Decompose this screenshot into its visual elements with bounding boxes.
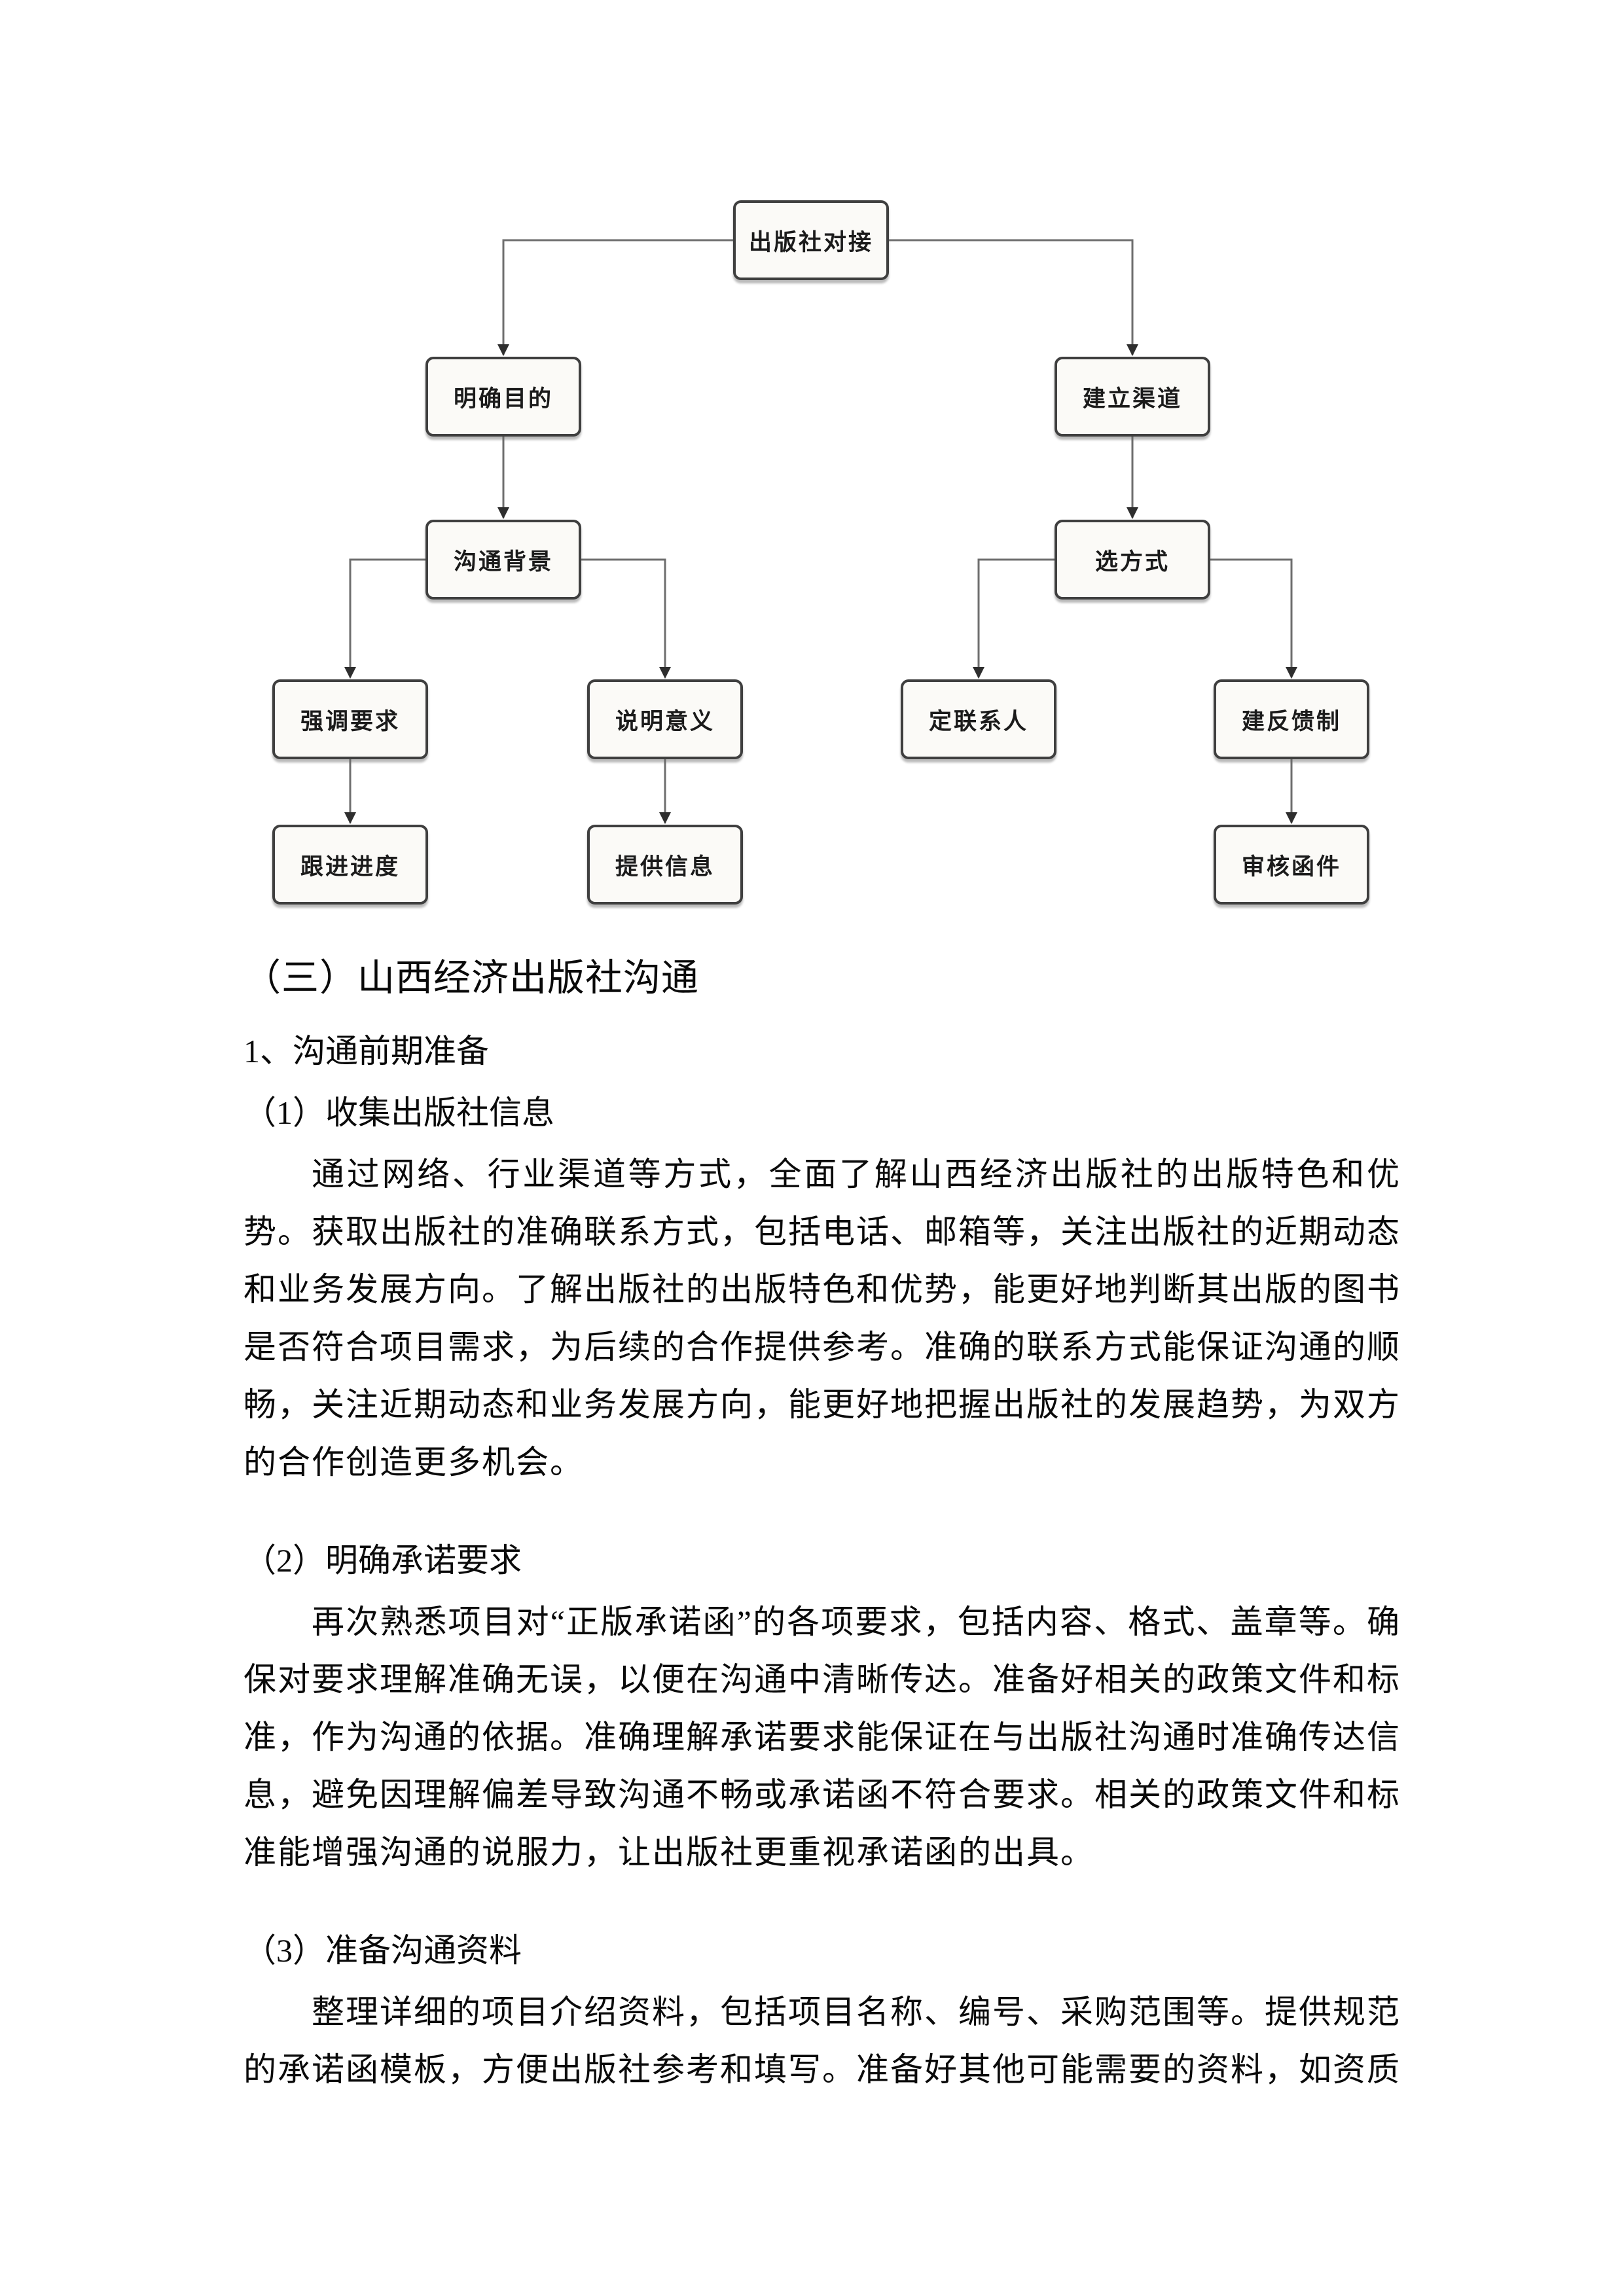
flow-node-communication-background: 沟通背景 [425,520,581,600]
flow-node-choose-method: 选方式 [1055,520,1210,600]
flow-node-set-contact-person: 定联系人 [901,679,1056,759]
flow-node-establish-channel: 建立渠道 [1055,357,1210,437]
flow-edge-background-to-emphasize [344,558,425,679]
flow-node-publisher-docking: 出版社对接 [733,200,889,280]
paragraph-collect-info: 通过网络、行业渠道等方式，全面了解山西经济出版社的出版特色和优势。获取出版社的准… [244,1156,1401,1480]
subsection-heading: 1、沟通前期准备 [244,1033,489,1069]
flow-node-provide-information: 提供信息 [587,825,743,905]
item-heading-collect-info: （1）收集出版社信息 [244,1094,554,1131]
publisher-docking-flowchart: 出版社对接 明确目的 建立渠道 沟通背景 选方式 强调要求 说明意义 定联系人 … [0,0,1624,956]
flow-node-review-letters: 审核函件 [1214,825,1369,905]
flow-edge-choose-method-to-feedback [1210,558,1297,679]
flow-node-explain-significance: 说明意义 [587,679,743,759]
item-heading-clarify-commitment: （2）明确承诺要求 [244,1542,522,1579]
document-text-block: （三）山西经济出版社沟通 1、沟通前期准备 （1）收集出版社信息 通过网络、行业… [244,950,1401,2098]
section-heading: （三）山西经济出版社沟通 [244,958,699,999]
paragraph-prepare-materials: 整理详细的项目介绍资料，包括项目名称、编号、采购范围等。提供规范的承诺函模板，方… [244,1994,1401,2088]
flow-edge-choose-method-to-contact [973,558,1055,679]
flow-node-follow-up-progress: 跟进进度 [272,825,428,905]
flow-node-emphasize-requirements: 强调要求 [272,679,428,759]
flowchart-connectors [344,239,1297,824]
flow-node-clarify-purpose: 明确目的 [425,357,581,437]
flow-node-build-feedback-mechanism: 建反馈制 [1214,679,1369,759]
paragraph-clarify-commitment: 再次熟悉项目对“正版承诺函”的各项要求，包括内容、格式、盖章等。确保对要求理解准… [244,1604,1401,1871]
flow-edge-root-to-clarify-purpose [497,239,733,356]
flow-edge-background-to-explain [581,558,671,679]
item-heading-prepare-materials: （3）准备沟通资料 [244,1932,522,1969]
flow-edge-root-to-establish-channel [889,239,1138,356]
